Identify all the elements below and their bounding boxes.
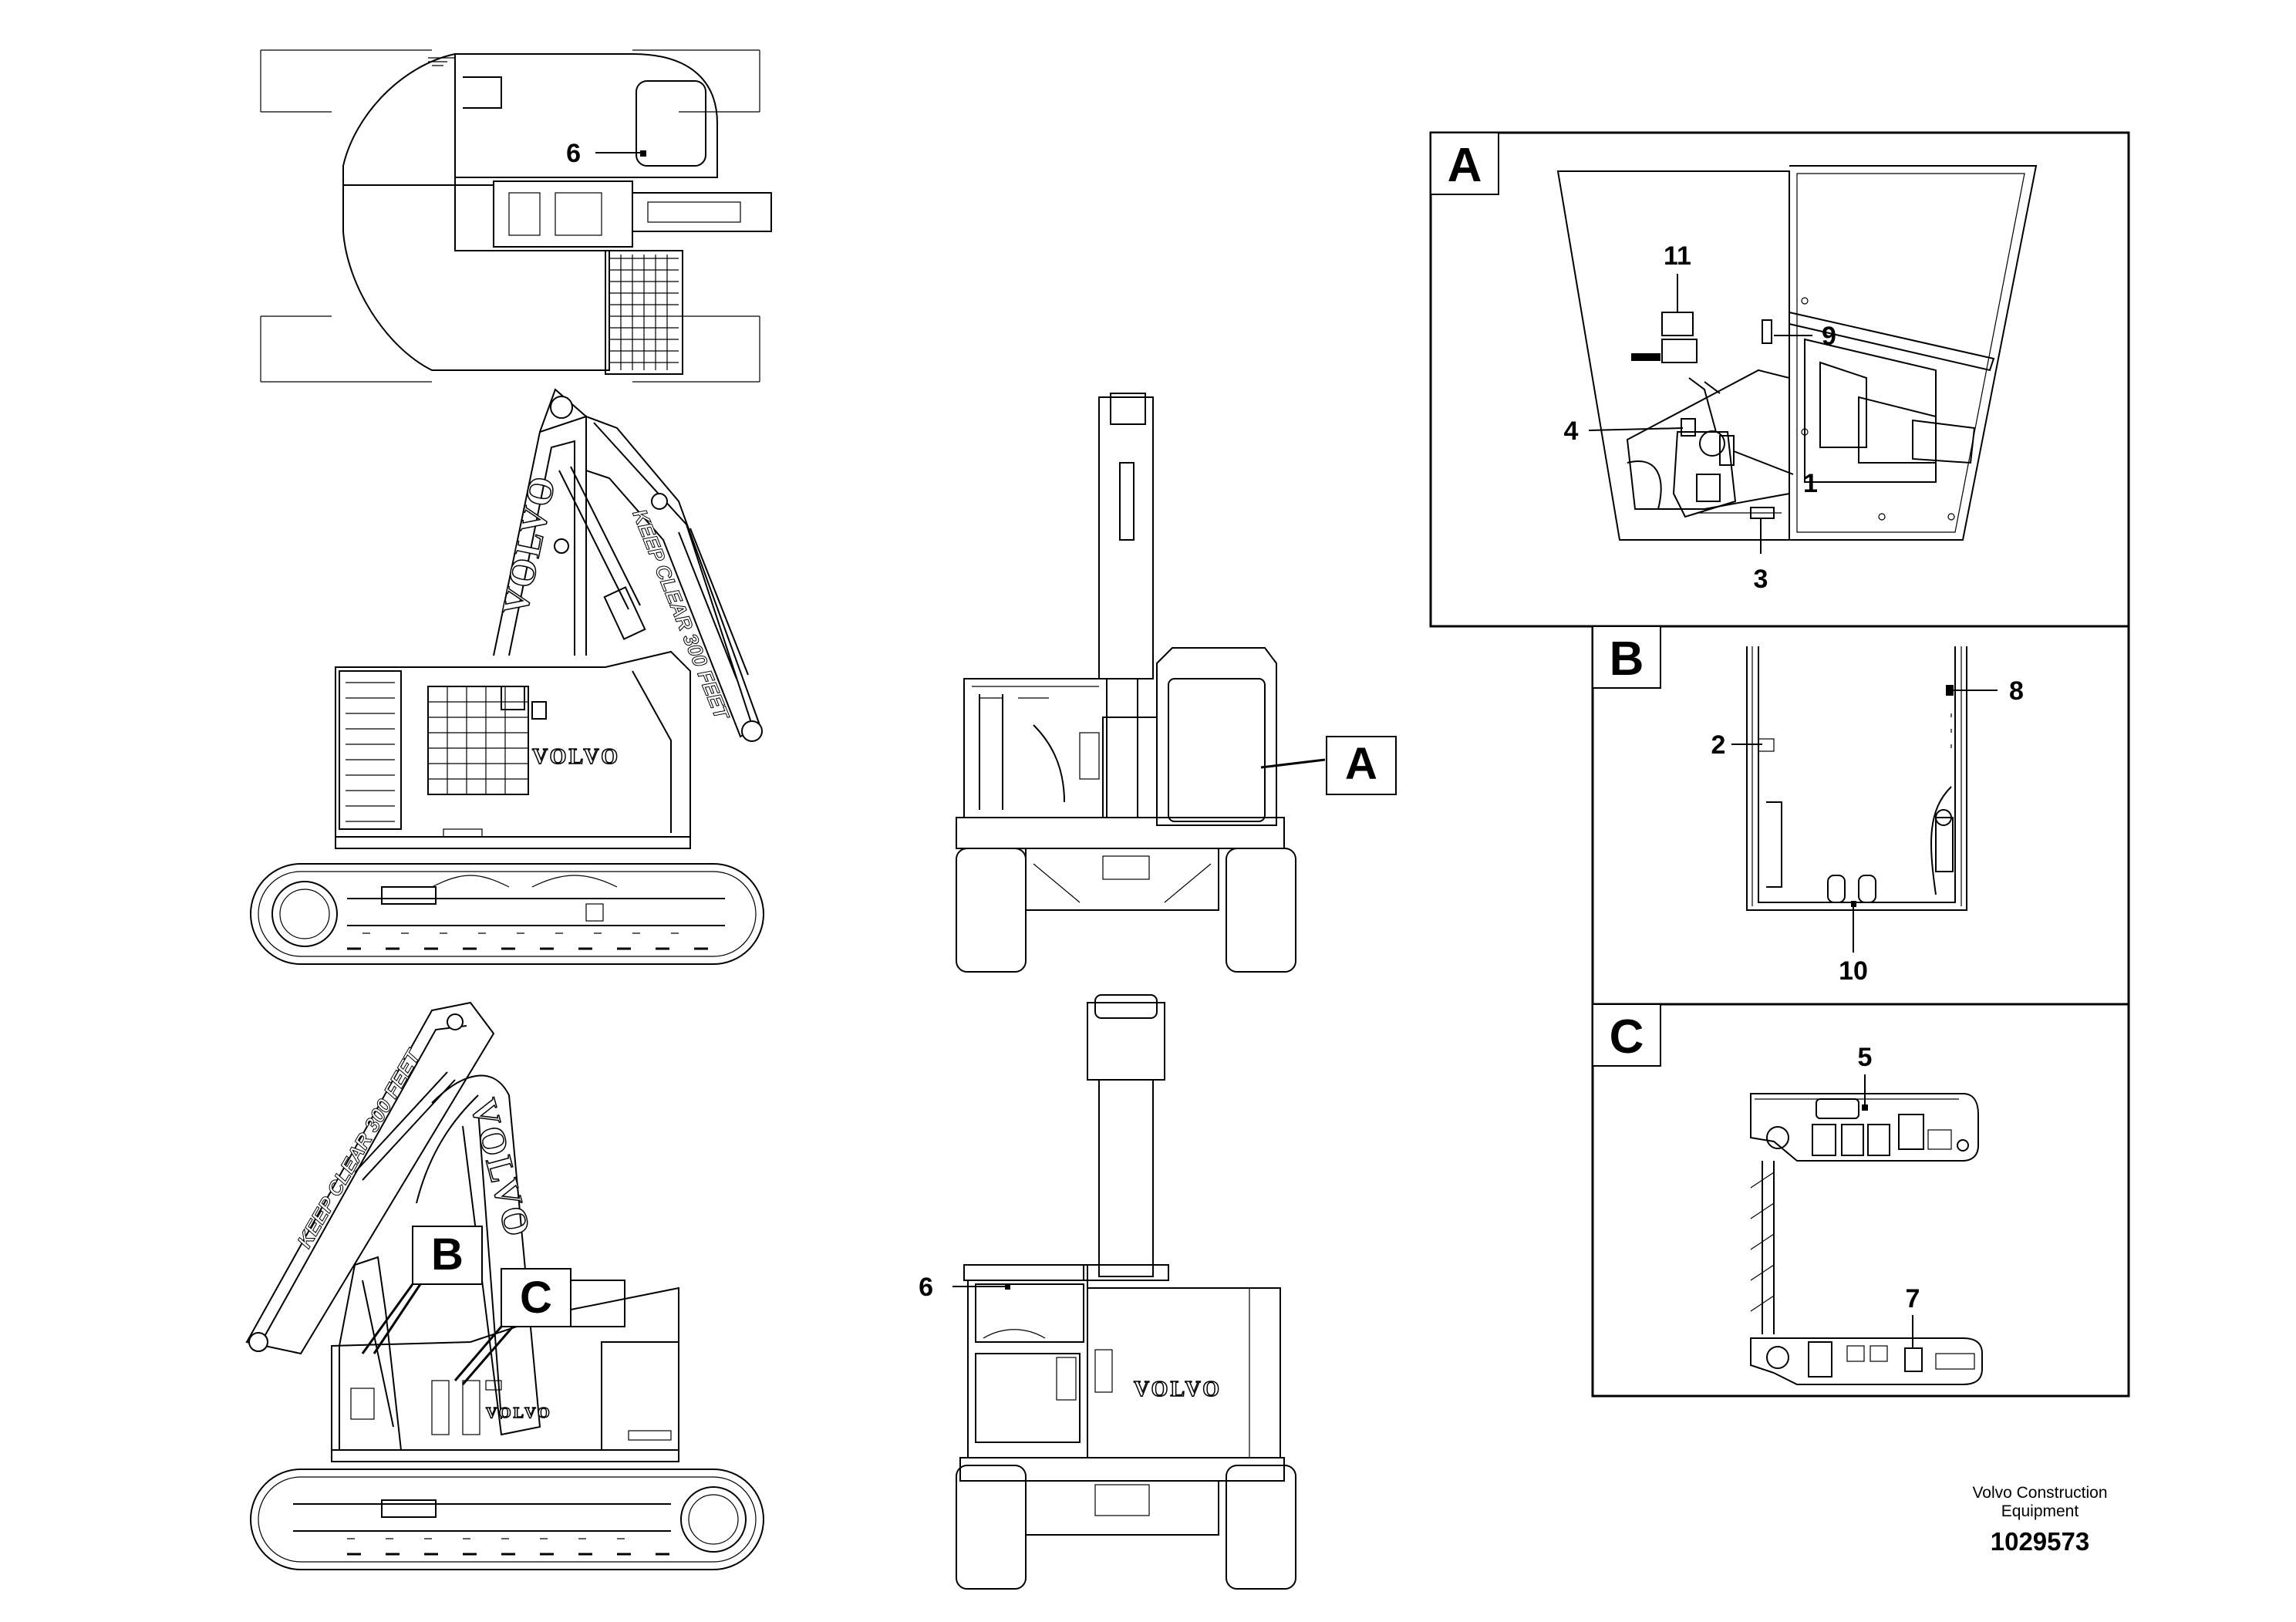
pointer-tag-c bbox=[501, 1268, 571, 1327]
side-grille bbox=[346, 682, 395, 822]
warning-text-lower: KEEP CLEAR 300 FEET bbox=[292, 1044, 425, 1252]
callout-5: 5 bbox=[1858, 1043, 1873, 1072]
boom-brand-lower: VOLVO bbox=[462, 1094, 538, 1243]
side-view-drawing: VOLVO KEEP CLEAR 300 FEET VOLVO bbox=[250, 388, 764, 965]
callout-9: 9 bbox=[1822, 322, 1836, 351]
callout-3: 3 bbox=[1754, 565, 1768, 594]
detail-a-tag bbox=[1430, 132, 1499, 195]
label-mark-rear bbox=[1005, 1283, 1010, 1290]
pointer-b-leader bbox=[361, 1283, 422, 1354]
detail-b-frame bbox=[1591, 625, 2130, 1006]
detail-c-tag bbox=[1592, 1003, 1661, 1067]
front-view-drawing bbox=[956, 393, 1296, 973]
detail-b-drawing bbox=[1746, 646, 1967, 911]
track-pads bbox=[347, 932, 708, 950]
callout-4-leader bbox=[1588, 427, 1684, 431]
engine-grille bbox=[609, 255, 679, 370]
detail-b-label: B bbox=[1610, 632, 1644, 686]
drawing-number: 1029573 bbox=[1991, 1527, 2089, 1556]
callout-4: 4 bbox=[1564, 416, 1579, 446]
detail-c-drawing bbox=[1750, 1093, 1983, 1385]
detail-a-drawing bbox=[1556, 165, 2038, 541]
callout-7: 7 bbox=[1906, 1284, 1920, 1313]
detail-a-frame bbox=[1429, 131, 2130, 628]
detail-c-frame bbox=[1591, 1003, 2130, 1398]
rear-brand-label: VOLVO bbox=[1134, 1378, 1222, 1401]
detail-c-label: C bbox=[1610, 1010, 1644, 1064]
side-brand-label: VOLVO bbox=[532, 745, 620, 769]
top-view-drawing bbox=[260, 49, 772, 383]
callout-6-top: 6 bbox=[566, 139, 581, 168]
company-name-line2: Equipment bbox=[2001, 1502, 2079, 1520]
pointer-a-leader bbox=[1260, 758, 1326, 769]
boom-brand-side: VOLVO bbox=[494, 471, 564, 619]
pointer-tag-b bbox=[412, 1226, 483, 1285]
side-2-brand-label: VOLVO bbox=[486, 1404, 552, 1421]
callout-2: 2 bbox=[1711, 730, 1726, 760]
pointer-tag-c-label: C bbox=[520, 1273, 552, 1323]
callout-6-rear: 6 bbox=[919, 1273, 933, 1302]
pointer-tag-b-label: B bbox=[431, 1229, 464, 1280]
pointer-c-leader bbox=[453, 1326, 514, 1385]
label-mark-top bbox=[640, 150, 646, 157]
detail-a-label: A bbox=[1448, 139, 1482, 192]
callout-1: 1 bbox=[1803, 469, 1818, 498]
track-pads-lower bbox=[347, 1538, 669, 1556]
company-name-line1: Volvo Construction bbox=[1972, 1484, 2107, 1502]
pointer-tag-a-label: A bbox=[1345, 739, 1377, 789]
callout-11: 11 bbox=[1664, 241, 1691, 271]
callout-10: 10 bbox=[1839, 956, 1868, 986]
callout-1-leader bbox=[1733, 450, 1794, 475]
rear-view-drawing: VOLVO bbox=[956, 994, 1296, 1590]
callout-8: 8 bbox=[2009, 676, 2024, 706]
pointer-tag-a bbox=[1326, 736, 1397, 795]
detail-b-tag bbox=[1592, 626, 1661, 689]
